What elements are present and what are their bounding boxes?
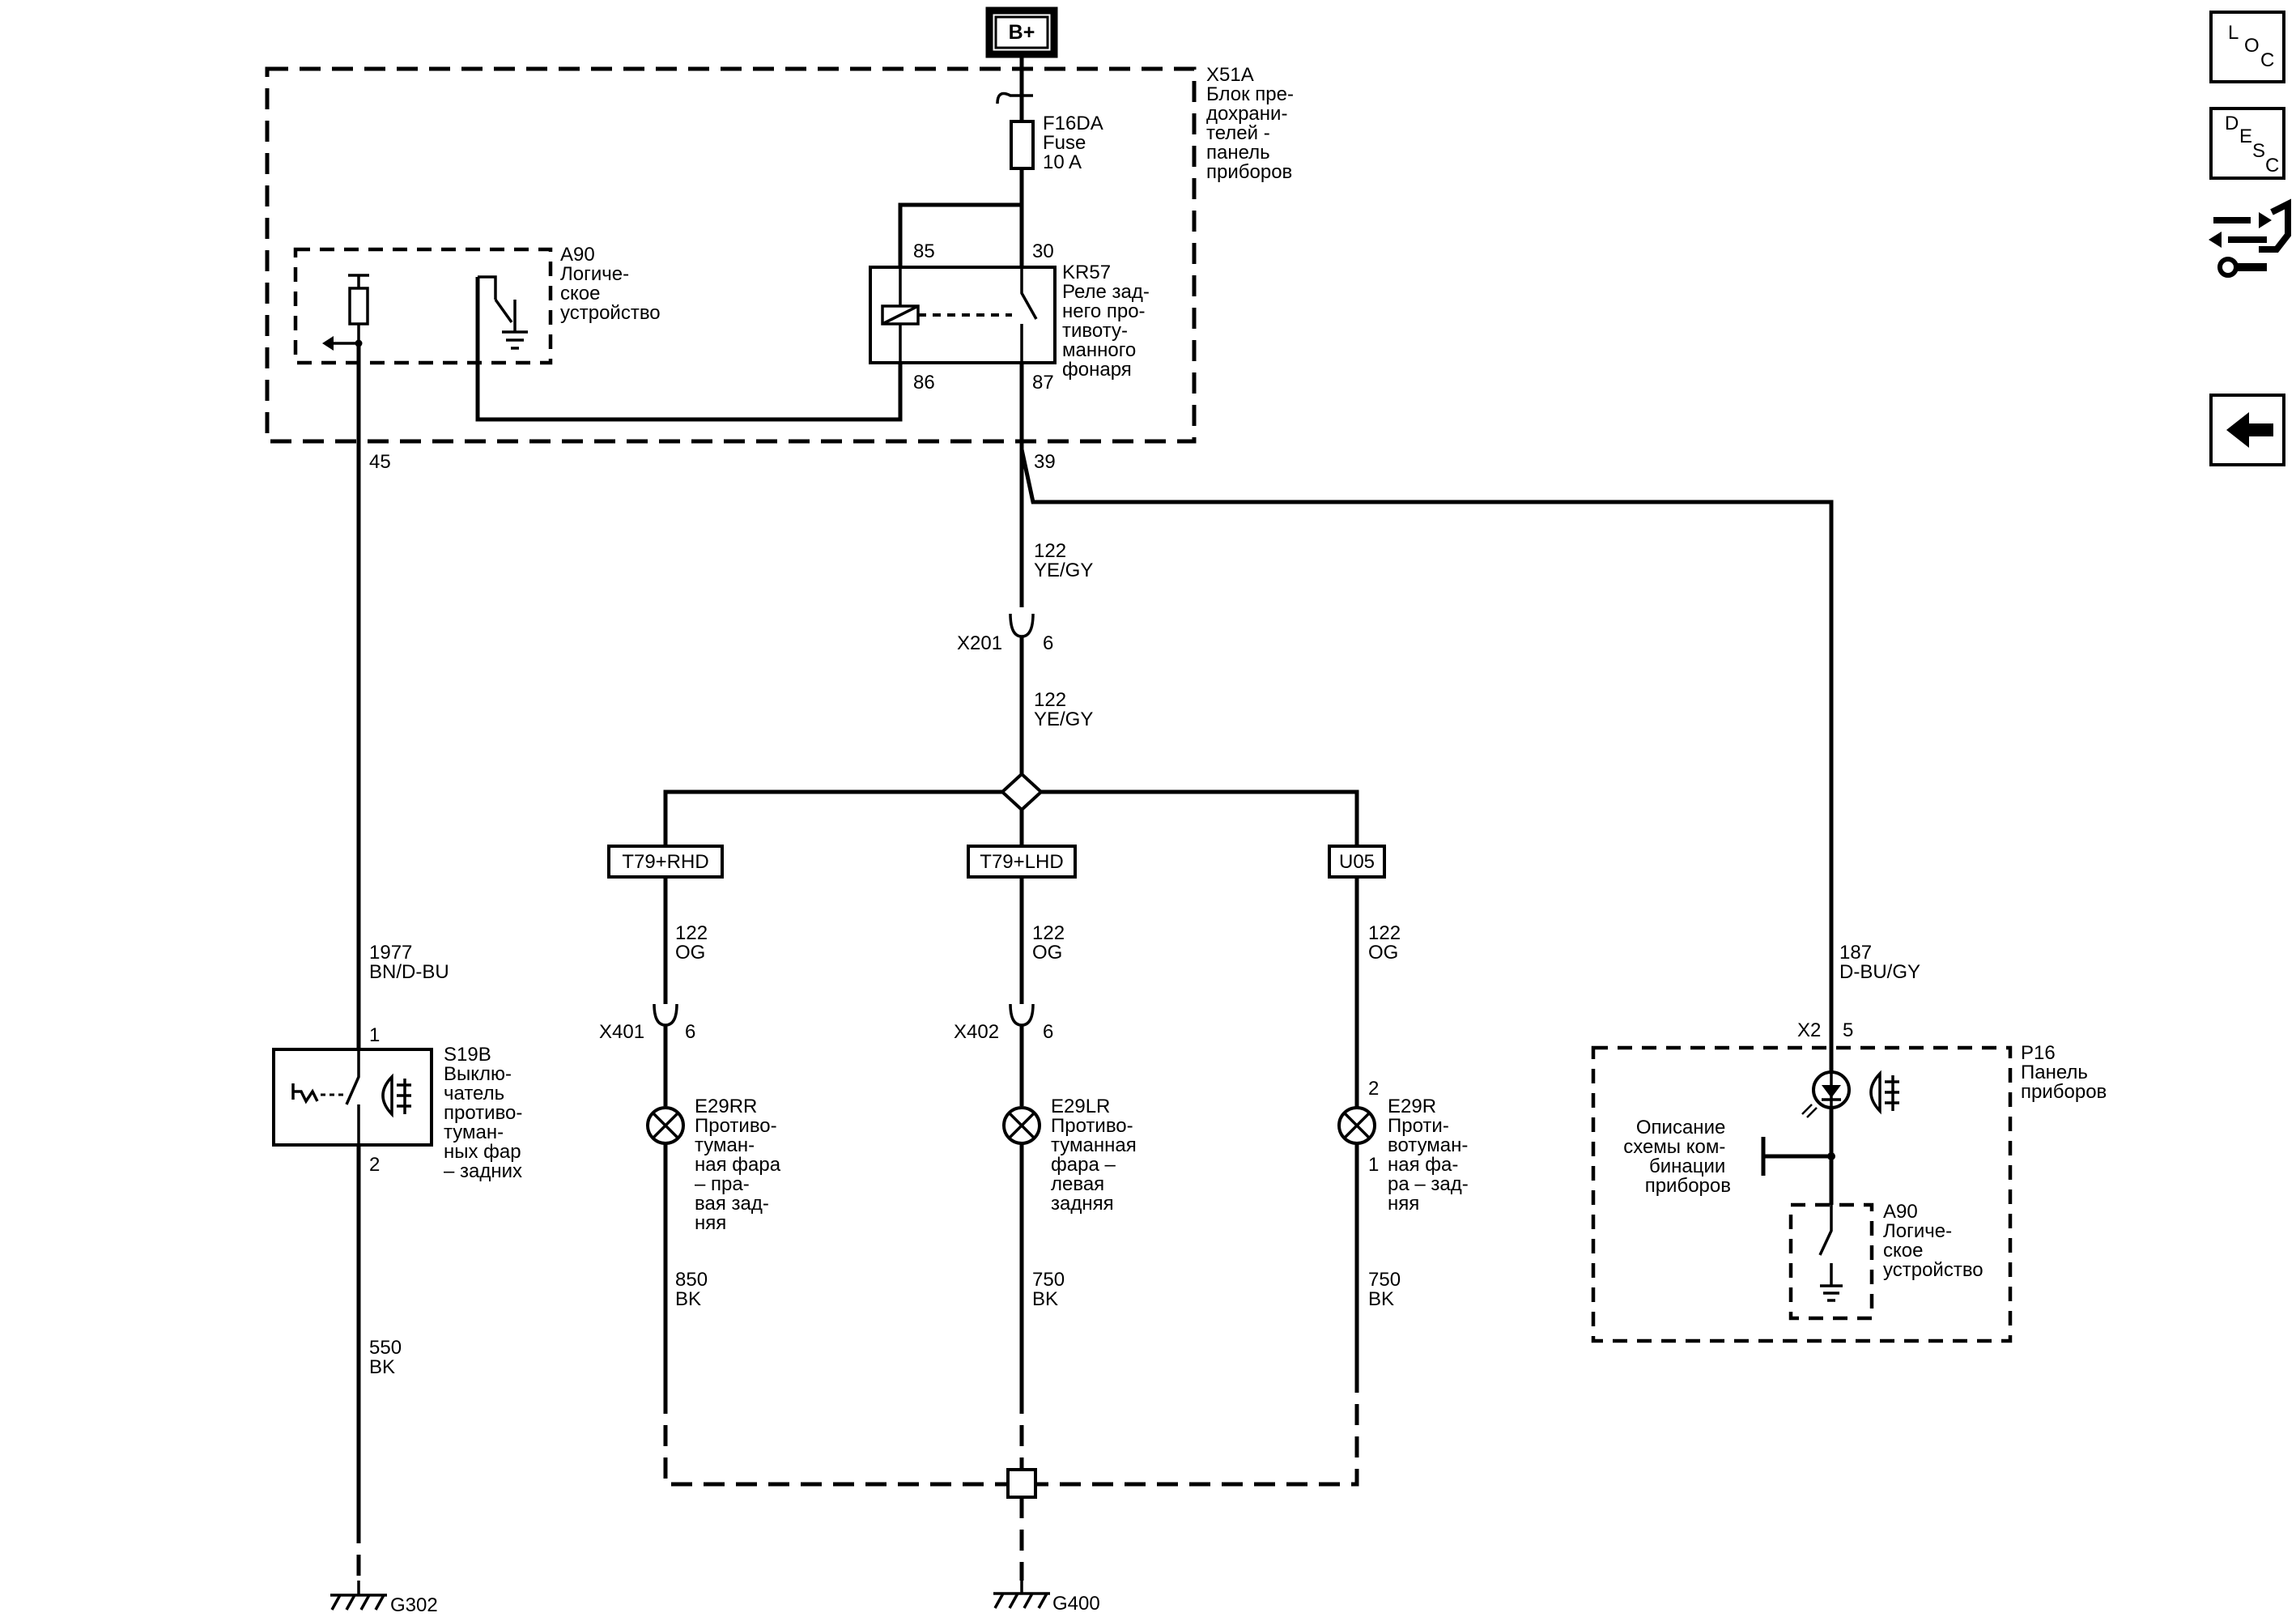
svg-text:6: 6	[685, 1021, 695, 1043]
connector-x2-pin: 5	[1843, 1019, 1853, 1041]
relay-pin-30: 30	[1032, 240, 1054, 262]
wire-1977-label: 1977 BN/D-BU	[369, 942, 449, 983]
cluster-description-label: Описание схемы ком- бинации приборов	[1623, 1117, 1731, 1197]
relay-pin-86: 86	[913, 372, 935, 394]
svg-text:D: D	[2225, 113, 2239, 134]
logic-unit-top-outline	[293, 247, 553, 365]
switch-s19b	[272, 1048, 433, 1147]
lamp-e29r-label: E29R Проти- вотуман- ная фа- ра – зад- н…	[1388, 1096, 1473, 1215]
svg-text:X201: X201	[957, 632, 1002, 654]
relay-name: KR57 Реле зад- него про- тивоту- манного…	[1062, 262, 1155, 381]
ground-g302-icon: G302	[330, 1581, 438, 1616]
switch-pin-2: 2	[369, 1154, 380, 1176]
svg-text:F16DA Fuse 10 A: F16DA Fuse 10 A	[1043, 113, 1108, 173]
relay-coil-feed-wire	[898, 202, 1022, 267]
wire-850-label: 850 BK	[675, 1269, 713, 1310]
lamp-e29rr-label: E29RR Противо- туман- ная фара – пра- ва…	[695, 1096, 786, 1234]
fuse-block-pin-39: 39	[1034, 451, 1056, 473]
relay-pin-85: 85	[913, 240, 935, 262]
lamp-e29r	[1337, 1106, 1376, 1145]
wire-122-og-lr-label: 122 OG	[1032, 922, 1070, 964]
option-t79-rhd: T79+RHD	[607, 845, 724, 879]
fuse-block-name: X51A Блок пре- дохрани- телей - панель п…	[1206, 64, 1299, 183]
svg-text:T79+RHD: T79+RHD	[622, 851, 708, 873]
power-source-b-plus: B+	[985, 6, 1058, 58]
splice-diamond	[1000, 772, 1044, 812]
lamp-e29rr	[646, 1106, 685, 1145]
ground-g400-icon: G400	[993, 1581, 1100, 1615]
ground-splice	[1006, 1468, 1037, 1499]
wire-550-label: 550 BK	[369, 1337, 407, 1378]
svg-text:G400: G400	[1052, 1593, 1100, 1615]
svg-text:6: 6	[1043, 1021, 1053, 1043]
relay-control-wire	[475, 277, 903, 422]
wire-122-label-b: 122 YE/GY	[1034, 689, 1093, 730]
logic-unit-bottom-switch	[1818, 1205, 1843, 1302]
wire-122-og-r-label: 122 OG	[1368, 922, 1406, 964]
switch-pin-1: 1	[369, 1024, 380, 1046]
wire-750-label-a: 750 BK	[1032, 1269, 1070, 1310]
svg-text:G302: G302	[390, 1594, 438, 1616]
description-button[interactable]: D E S C	[2209, 107, 2285, 180]
wire-122-og-rr-label: 122 OG	[675, 922, 713, 964]
power-label: B+	[1009, 21, 1035, 44]
logic-unit-top-name: A90 Логиче- ское устройство	[560, 244, 661, 324]
svg-text:T79+LHD: T79+LHD	[980, 851, 1063, 873]
lamp-e29r-pin-2: 2	[1368, 1078, 1379, 1100]
wire-122-label-a: 122 YE/GY	[1034, 540, 1093, 581]
svg-text:O: O	[2244, 35, 2260, 57]
switch-s19b-label: S19B Выклю- чатель противо- туман- ных ф…	[444, 1044, 528, 1182]
connector-x402: X402 6	[954, 1003, 1053, 1106]
relay-kr57: 85 30 86 87 KR57 Реле зад- него про- тив…	[869, 240, 1155, 394]
logic-unit-bottom-name: A90 Логиче- ское устройство	[1883, 1201, 1983, 1281]
svg-text:C: C	[2260, 49, 2274, 71]
relay-pin-87: 87	[1032, 372, 1054, 394]
connector-x401: X401 6	[599, 1003, 695, 1106]
location-button[interactable]: L O C	[2209, 11, 2285, 83]
lamp-e29lr	[1002, 1106, 1041, 1145]
connector-info-icon[interactable]	[2209, 198, 2291, 278]
lamp-e29r-pin-1: 1	[1368, 1154, 1379, 1176]
logic-unit-top-internals	[322, 274, 528, 351]
option-u05: U05	[1328, 845, 1386, 879]
svg-text:L: L	[2228, 22, 2239, 44]
cluster-name: P16 Панель приборов	[2021, 1042, 2107, 1103]
option-t79-lhd: T79+LHD	[967, 845, 1077, 879]
logic-unit-top-pin: 45	[369, 451, 391, 473]
svg-text:E: E	[2239, 126, 2252, 147]
cluster-outline	[1591, 1045, 2013, 1343]
svg-text:6: 6	[1043, 632, 1053, 654]
wire-187-label: 187 D-BU/GY	[1839, 942, 1920, 983]
fuse-f16da: F16DA Fuse 10 A	[1010, 113, 1108, 173]
cluster-feed-wire	[1019, 449, 1834, 1045]
svg-text:X402: X402	[954, 1021, 999, 1043]
fog-indicator-led-icon	[1801, 1045, 1899, 1118]
cluster-desc-bracket	[1761, 1137, 1831, 1176]
fuse-block-outline	[265, 66, 1197, 444]
lamp-e29lr-label: E29LR Противо- туманная фара – левая зад…	[1051, 1096, 1142, 1215]
svg-text:U05: U05	[1339, 851, 1375, 873]
connector-x2-id: X2	[1797, 1019, 1821, 1041]
connector-x201: X201 6	[957, 613, 1053, 777]
svg-text:S: S	[2252, 140, 2265, 162]
svg-text:X401: X401	[599, 1021, 644, 1043]
svg-text:C: C	[2265, 155, 2279, 177]
back-arrow-icon[interactable]	[2209, 394, 2285, 466]
wire-750-label-b: 750 BK	[1368, 1269, 1406, 1310]
fuse-block-entry-connector	[996, 91, 1033, 104]
